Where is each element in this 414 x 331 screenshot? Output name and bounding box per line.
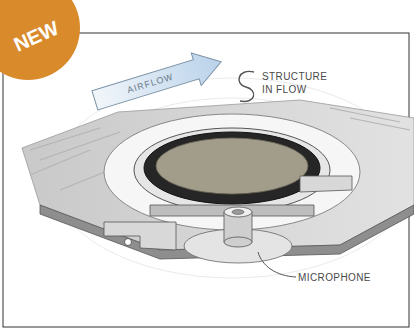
- mount-tab: [104, 222, 176, 250]
- microphone-port: [232, 210, 244, 215]
- structure-symbol: [239, 71, 254, 101]
- mount-tab: [300, 176, 352, 192]
- leader-line: [258, 252, 296, 277]
- mount-rim: [134, 128, 330, 212]
- microphone-label: MICROPHONE: [298, 271, 398, 284]
- structure-label: STRUCTURE IN FLOW: [262, 70, 332, 96]
- microphone-top: [224, 207, 252, 217]
- screw-hole: [125, 239, 132, 246]
- badge-circle: NEW: [0, 0, 80, 80]
- cutaway-section: [150, 205, 314, 216]
- mount-ring: [104, 114, 360, 230]
- seal-ring: [144, 132, 320, 204]
- badge-fill: [0, 0, 80, 80]
- diaphragm-disk: [156, 138, 308, 194]
- microphone-body: [224, 237, 252, 247]
- arrow-fill: [90, 45, 226, 116]
